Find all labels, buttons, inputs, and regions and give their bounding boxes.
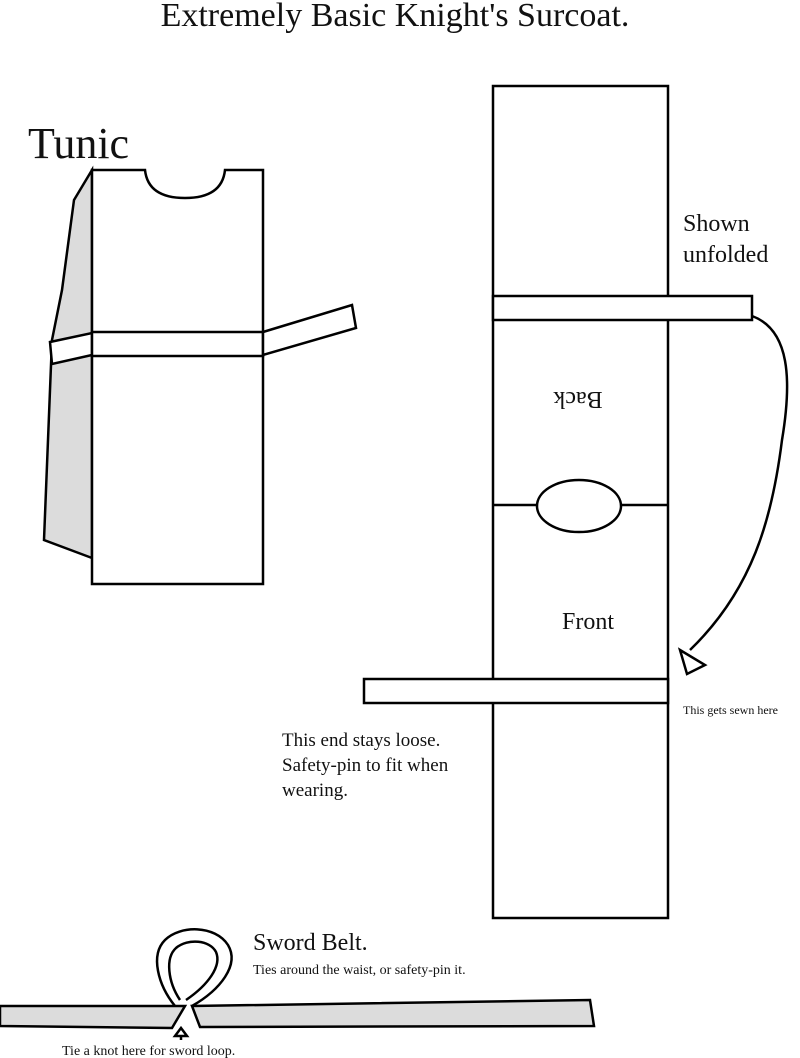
knot-note: Tie a knot here for sword loop. [62, 1044, 235, 1058]
sword-belt-loop-outer [155, 928, 233, 1008]
sew-arrow [689, 314, 789, 651]
tunic-label: Tunic [28, 119, 129, 168]
tunic-belt-tail [261, 303, 358, 357]
shown-unfolded-line2: unfolded [683, 242, 768, 268]
back-label: Back [553, 386, 602, 412]
sewn-note: This gets sewn here [683, 703, 778, 717]
tunic-belt-front [90, 330, 265, 358]
front-label: Front [562, 609, 614, 635]
sword-belt-right-strap [190, 998, 596, 1029]
loose-note-line2: Safety-pin to fit when [282, 755, 449, 776]
shown-unfolded-line1: Shown [683, 211, 750, 237]
loose-note-line1: This end stays loose. [282, 730, 440, 751]
sword-belt-note: Ties around the waist, or safety-pin it. [253, 963, 466, 978]
sword-belt-loop-inner [168, 940, 219, 1002]
tunic-drawing [42, 165, 358, 586]
surcoat-strap-upper [491, 294, 754, 322]
sword-belt-left-strap [0, 1004, 188, 1030]
tunic-front-panel [90, 168, 265, 586]
loose-note-line3: wearing. [282, 780, 348, 801]
sew-arrowhead [677, 647, 708, 676]
sword-belt-title: Sword Belt. [253, 930, 368, 956]
surcoat-drawing [362, 84, 789, 920]
page-title: Extremely Basic Knight's Surcoat. [161, 0, 630, 34]
knot-arrowhead [172, 1025, 190, 1038]
neck-hole [535, 478, 623, 534]
surcoat-strap-lower [362, 677, 670, 705]
sword-belt-drawing [0, 928, 596, 1040]
